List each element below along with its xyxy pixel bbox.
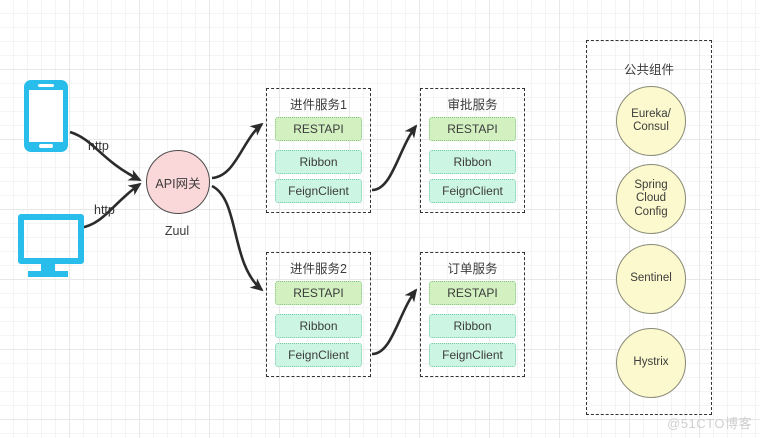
service-title: 进件服务2 — [290, 262, 347, 276]
monitor-frame — [18, 214, 84, 264]
monitor-base — [28, 271, 68, 277]
component-label: Sentinel — [630, 272, 672, 285]
chip-feignclient: FeignClient — [429, 179, 516, 203]
edge-gateway-to-intake2 — [211, 184, 264, 292]
chip-ribbon: Ribbon — [429, 314, 516, 338]
desktop-monitor-icon — [18, 214, 84, 277]
chip-feignclient: FeignClient — [275, 179, 362, 203]
chip-restapi: RESTAPI — [429, 281, 516, 305]
component-eureka-consul: Eureka/Consul — [616, 86, 686, 156]
edge-intake1-to-approval — [371, 124, 418, 192]
component-hystrix: Hystrix — [616, 328, 686, 398]
service-box-intake-service-2: 进件服务2 RESTAPI Ribbon FeignClient — [266, 252, 371, 377]
edge-intake2-to-order — [371, 288, 418, 356]
phone-home-button — [39, 144, 53, 148]
chip-feignclient: FeignClient — [275, 343, 362, 367]
api-gateway-label: API网关 — [155, 176, 201, 191]
common-components-panel: 公共组件 — [586, 40, 712, 415]
service-title: 审批服务 — [447, 98, 498, 112]
service-title: 进件服务1 — [290, 98, 347, 112]
chip-ribbon: Ribbon — [429, 150, 516, 174]
edge-gateway-to-intake1 — [211, 122, 264, 180]
watermark: @51CTO博客 — [667, 416, 752, 431]
service-box-approval-service: 审批服务 RESTAPI Ribbon FeignClient — [420, 88, 525, 213]
edge-label-http-phone: http — [88, 139, 109, 153]
edge-label-http-desktop: http — [94, 203, 115, 217]
api-gateway-node: API网关 — [146, 150, 210, 214]
service-title: 订单服务 — [447, 262, 498, 276]
component-label: Hystrix — [633, 356, 669, 369]
phone-screen — [29, 90, 63, 142]
chip-ribbon: Ribbon — [275, 150, 362, 174]
chip-restapi: RESTAPI — [275, 117, 362, 141]
service-box-order-service: 订单服务 RESTAPI Ribbon FeignClient — [420, 252, 525, 377]
chip-feignclient: FeignClient — [429, 343, 516, 367]
chip-restapi: RESTAPI — [275, 281, 362, 305]
component-sentinel: Sentinel — [616, 244, 686, 314]
monitor-neck — [41, 264, 55, 273]
common-components-title: 公共组件 — [623, 63, 674, 77]
phone-speaker — [38, 84, 54, 87]
api-gateway-sublabel: Zuul — [164, 224, 190, 238]
service-box-intake-service-1: 进件服务1 RESTAPI Ribbon FeignClient — [266, 88, 371, 213]
component-label: Eureka/Consul — [631, 107, 671, 134]
mobile-phone-icon — [24, 80, 68, 152]
chip-restapi: RESTAPI — [429, 117, 516, 141]
chip-ribbon: Ribbon — [275, 314, 362, 338]
